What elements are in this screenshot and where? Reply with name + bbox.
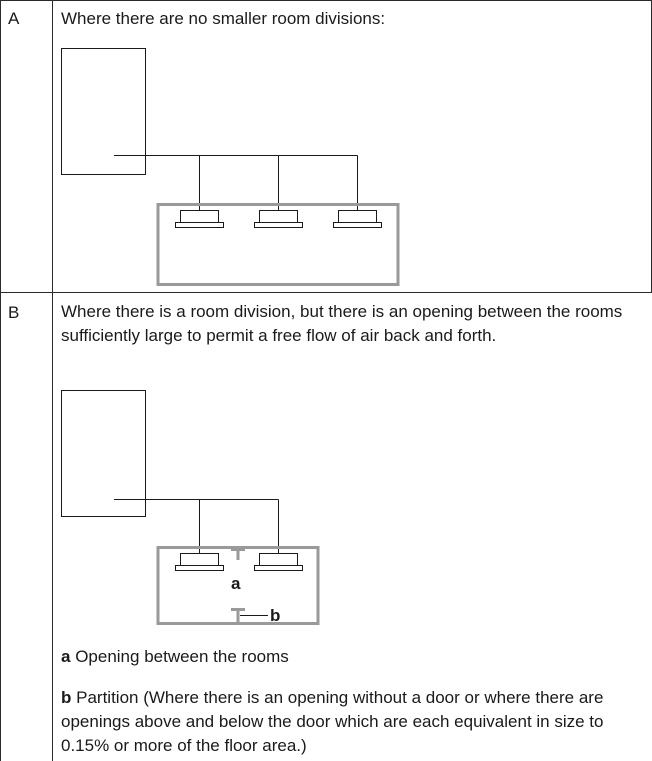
table-top-border	[0, 0, 652, 1]
outdoor-unit	[61, 390, 146, 517]
outdoor-unit	[61, 48, 146, 175]
row-a-label: A	[8, 9, 20, 28]
legend-item-a: a Opening between the rooms	[61, 645, 646, 669]
partition-top	[231, 548, 245, 560]
table-row-divider	[0, 292, 652, 293]
room-outline	[156, 203, 400, 286]
legend-item-b: b Partition (Where there is an opening w…	[61, 686, 646, 758]
indoor-unit-2	[254, 210, 303, 228]
partition-bottom	[231, 608, 245, 622]
legend-desc-a: Opening between the rooms	[70, 647, 289, 666]
diagram-label-a: a	[231, 574, 241, 593]
indoor-unit-1	[175, 553, 224, 571]
indoor-unit-3	[333, 210, 382, 228]
room-outline	[156, 546, 320, 625]
legend-desc-b: Partition (Where there is an opening wit…	[61, 688, 604, 755]
table-column-divider	[52, 0, 53, 761]
diagram-label-b: b	[270, 606, 280, 625]
legend-key-b: b	[61, 688, 72, 707]
table-left-border	[0, 0, 1, 761]
indoor-unit-2	[254, 553, 303, 571]
row-b-label: B	[8, 303, 20, 322]
indoor-unit-1	[175, 210, 224, 228]
legend-key-a: a	[61, 647, 71, 666]
row-a-description: Where there are no smaller room division…	[61, 9, 386, 28]
row-b-description: Where there is a room division, but ther…	[61, 302, 623, 345]
row-a-diagram	[61, 48, 400, 286]
